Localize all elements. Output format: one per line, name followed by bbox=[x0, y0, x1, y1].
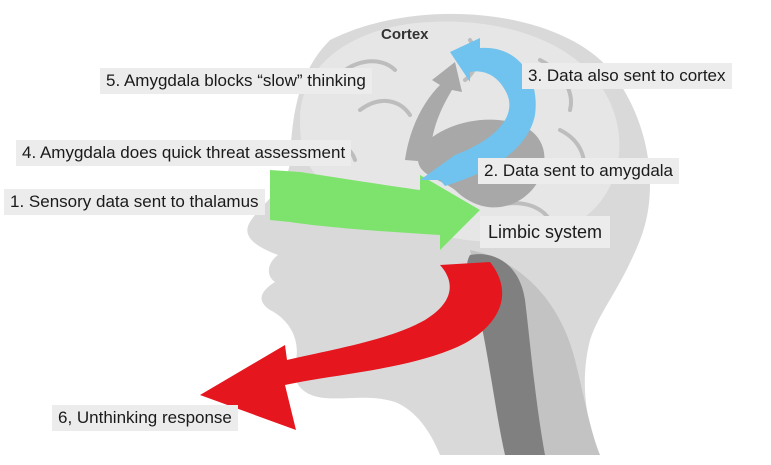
step-1-label: 1. Sensory data sent to thalamus bbox=[4, 189, 265, 215]
blue-arrow bbox=[420, 38, 536, 186]
step-6-label: 6, Unthinking response bbox=[52, 405, 238, 431]
step-2-label: 2. Data sent to amygdala bbox=[478, 158, 680, 184]
step-3-label: 3. Data also sent to cortex bbox=[522, 63, 732, 89]
step-4-label: 4. Amygdala does quick threat assessment bbox=[16, 140, 352, 166]
step-5-label: 5. Amygdala blocks “slow” thinking bbox=[100, 68, 372, 94]
red-arrow bbox=[200, 262, 503, 430]
cortex-label: Cortex bbox=[381, 26, 429, 43]
green-arrow bbox=[270, 170, 480, 250]
limbic-system-label: Limbic system bbox=[480, 216, 611, 248]
gray-arrow bbox=[405, 62, 462, 162]
